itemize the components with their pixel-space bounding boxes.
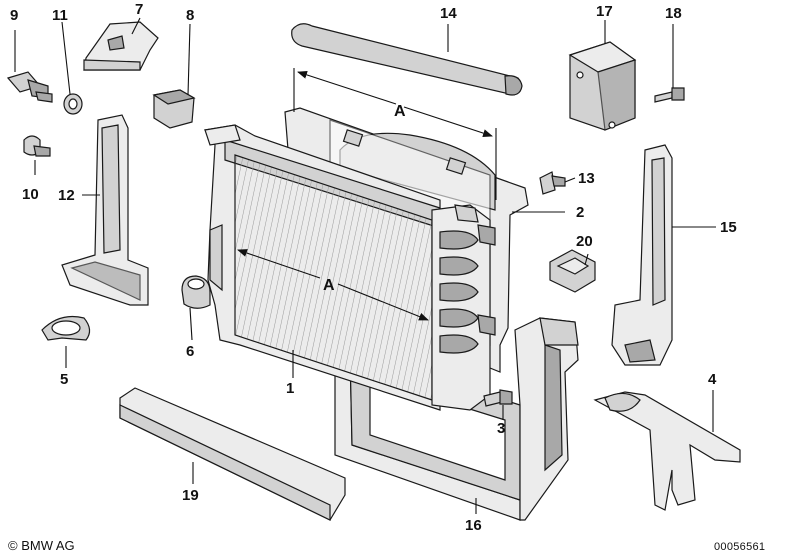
push-rivet-13: [539, 171, 566, 195]
part-labels: 9 11 7 8 14 17 18 13 2 20 15 12 10 6 5 1…: [10, 1, 737, 534]
label-part-9: 9: [10, 7, 18, 24]
label-part-12: 12: [58, 187, 75, 204]
dimension-a-top: [293, 68, 497, 200]
lower-bracket-right: [593, 391, 741, 511]
bolt-3: [483, 389, 513, 407]
label-part-16: 16: [465, 517, 482, 534]
label-part-3: 3: [497, 420, 505, 437]
leader-lines: [14, 17, 716, 514]
label-part-20: 20: [576, 233, 593, 250]
label-part-17: 17: [596, 3, 613, 20]
label-part-18: 18: [665, 5, 682, 22]
clip-7: [83, 21, 159, 71]
bolt-18: [654, 87, 685, 103]
label-part-14: 14: [440, 5, 457, 22]
label-part-5: 5: [60, 371, 68, 388]
grommet-6: [181, 275, 211, 309]
washer-11: [63, 93, 83, 115]
clip-20: [549, 249, 596, 293]
label-part-7: 7: [135, 1, 143, 18]
label-part-13: 13: [578, 170, 595, 187]
top-seal: [291, 23, 523, 96]
lower-cover-strip: [119, 387, 346, 521]
label-part-4: 4: [708, 371, 717, 388]
dimension-label-a-top: A: [394, 103, 406, 120]
sensor-9: [6, 71, 53, 103]
dimension-a-middle: [237, 249, 429, 321]
label-part-11: 11: [52, 7, 68, 24]
dimension-label-a-middle: A: [323, 277, 335, 294]
label-part-6: 6: [186, 343, 194, 360]
cap-10: [23, 135, 51, 157]
tank-coils: [439, 224, 496, 354]
diagram-id: 00056561: [714, 541, 766, 553]
label-part-15: 15: [720, 219, 737, 236]
label-part-1: 1: [286, 380, 294, 397]
label-part-2: 2: [576, 204, 584, 221]
control-box: [568, 41, 637, 131]
radiator-core: [203, 124, 441, 411]
label-part-8: 8: [186, 7, 194, 24]
label-part-10: 10: [22, 186, 39, 203]
rubber-mount-8: [152, 89, 196, 129]
label-part-19: 19: [182, 487, 199, 504]
bracket-5: [41, 315, 91, 341]
copyright-notice: © BMW AG: [8, 538, 75, 553]
side-bracket-right: [611, 144, 673, 366]
side-bracket-left: [61, 114, 149, 306]
radiator-side-tank: [431, 204, 496, 411]
